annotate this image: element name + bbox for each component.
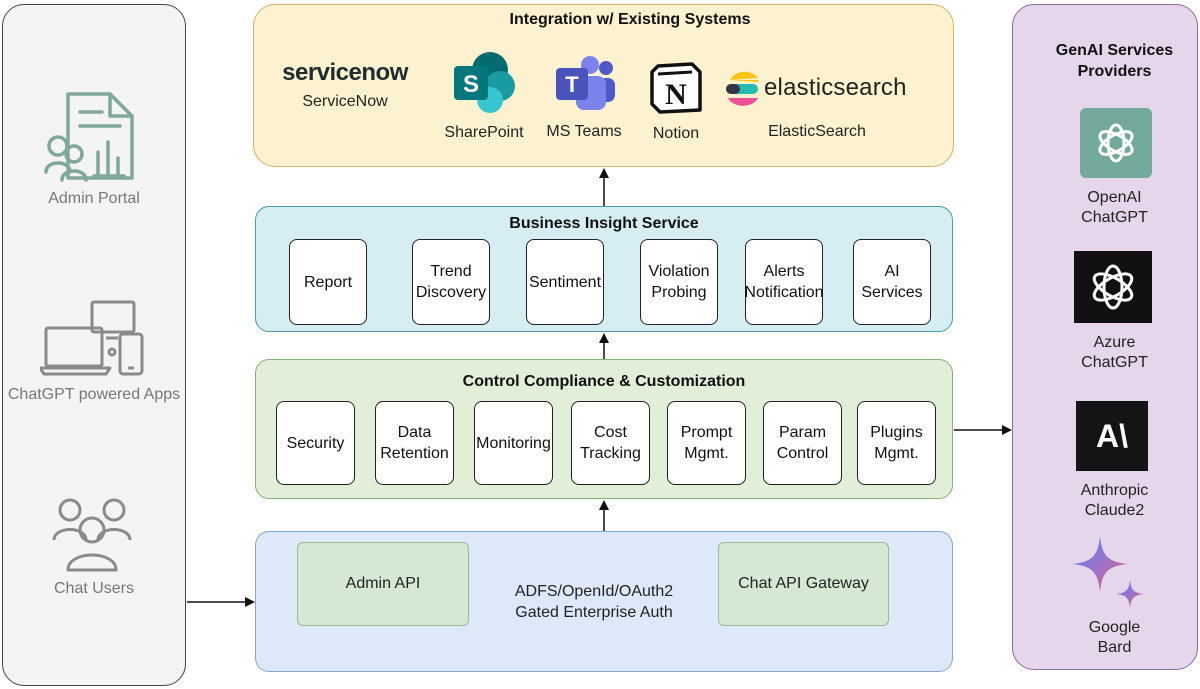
control-item-label: Control: [776, 445, 829, 462]
business-item-label: AI: [884, 263, 900, 280]
chat-users-label: Chat Users: [53, 580, 135, 597]
svg-text:S: S: [463, 71, 479, 98]
svg-text:T: T: [565, 72, 579, 97]
google-label-line2: Bard: [1097, 639, 1132, 656]
control-item-label: Prompt: [680, 424, 733, 441]
google-bard-icon: [1070, 534, 1146, 608]
openai-logo-icon: [1080, 108, 1152, 178]
anthropic-label-line1: Anthropic: [1080, 482, 1149, 499]
control-item-label: Data: [397, 424, 432, 441]
business-item-alerts-notification: Alerts Notification: [744, 239, 824, 325]
admin-portal-icon: [44, 88, 136, 183]
business-insight-panel: [255, 206, 953, 332]
anthropic-label-line2: Claude2: [1084, 502, 1145, 519]
control-item-plugins-mgmt: Plugins Mgmt.: [857, 401, 936, 485]
admin-api-box: Admin API: [297, 542, 469, 626]
openai-label-line2: ChatGPT: [1081, 209, 1148, 226]
control-item-label: Retention: [380, 445, 449, 462]
business-item-trend-discovery: Trend Discovery: [412, 239, 490, 325]
devices-icon: [40, 300, 146, 380]
msteams-label: MS Teams: [546, 123, 622, 140]
sharepoint-label: SharePoint: [444, 124, 524, 141]
business-item-report: Report: [289, 239, 367, 325]
servicenow-label: ServiceNow: [302, 93, 388, 110]
control-item-prompt-mgmt: Prompt Mgmt.: [667, 401, 746, 485]
business-insight-title: Business Insight Service: [509, 215, 699, 232]
business-item-label: Sentiment: [528, 273, 602, 291]
control-item-label: Param: [778, 424, 827, 441]
auth-description-line2: Gated Enterprise Auth: [515, 604, 673, 621]
control-item-security: Security: [276, 401, 355, 485]
control-item-label: Mgmt.: [874, 445, 919, 462]
client-panel: [2, 4, 186, 686]
business-item-label: Services: [861, 284, 923, 301]
control-item-label: Security: [286, 434, 345, 452]
providers-title-line2: Providers: [1077, 63, 1152, 80]
business-item-label: Probing: [651, 284, 707, 301]
control-item-data-retention: Data Retention: [375, 401, 454, 485]
business-item-label: Violation: [648, 263, 710, 280]
notion-label: Notion: [652, 125, 700, 142]
msteams-icon: T: [554, 56, 616, 112]
azure-label-line1: Azure: [1093, 334, 1136, 351]
business-item-label: Notification: [744, 284, 824, 301]
business-item-ai-services: AI Services: [853, 239, 931, 325]
auth-description-line1: ADFS/OpenId/OAuth2: [514, 583, 674, 600]
control-item-label: Plugins: [870, 424, 923, 441]
business-item-violation-probing: Violation Probing: [640, 239, 718, 325]
control-item-monitoring: Monitoring: [474, 401, 553, 485]
control-item-param-control: Param Control: [763, 401, 842, 485]
openai-label-line1: OpenAI: [1087, 189, 1142, 206]
chatgpt-apps-label: ChatGPT powered Apps: [7, 386, 181, 403]
azure-label-line2: ChatGPT: [1081, 354, 1148, 371]
business-item-label: Alerts: [763, 263, 805, 280]
business-item-sentiment: Sentiment: [526, 239, 604, 325]
servicenow-logo: servicenow: [282, 59, 408, 86]
elasticsearch-logo: elasticsearch: [764, 74, 907, 101]
control-item-label: Mgmt.: [684, 445, 729, 462]
google-label-line1: Google: [1088, 619, 1141, 636]
azure-logo-icon: [1074, 251, 1152, 323]
control-item-label: Monitoring: [476, 434, 551, 452]
business-item-label: Report: [303, 273, 353, 291]
providers-title-line1: GenAI Services: [1055, 42, 1174, 59]
notion-icon: N: [650, 62, 702, 114]
chat-api-gateway-box: Chat API Gateway: [718, 542, 889, 626]
control-item-label: Cost: [594, 424, 627, 441]
admin-portal-label: Admin Portal: [48, 190, 140, 207]
business-item-label: Trend: [430, 263, 472, 280]
integration-title: Integration w/ Existing Systems: [509, 11, 751, 28]
control-compliance-title: Control Compliance & Customization: [462, 373, 746, 390]
control-item-cost-tracking: Cost Tracking: [571, 401, 650, 485]
sharepoint-icon: S: [452, 52, 516, 114]
elasticsearch-icon: [724, 70, 760, 108]
anthropic-logo-icon: A\: [1076, 401, 1148, 471]
elasticsearch-label: ElasticSearch: [768, 123, 866, 140]
svg-text:N: N: [665, 78, 687, 111]
control-item-label: Tracking: [580, 445, 641, 462]
chat-users-icon: [52, 496, 132, 572]
business-item-label: Discovery: [415, 284, 487, 301]
